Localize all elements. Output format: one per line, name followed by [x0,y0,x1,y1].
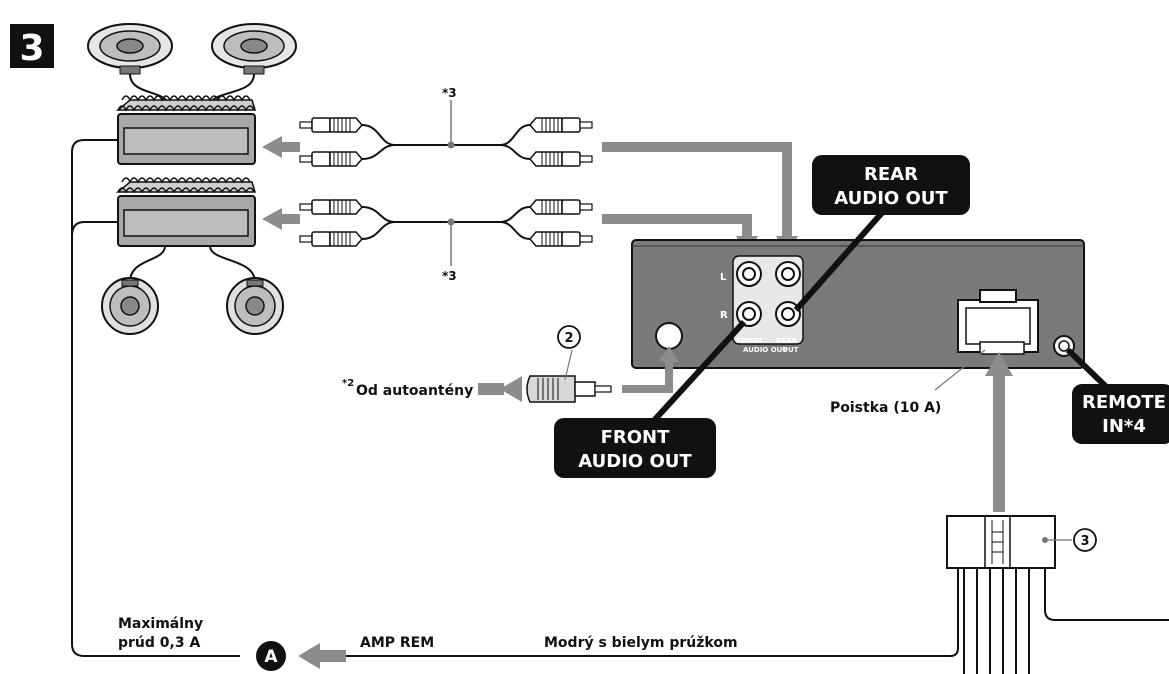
antenna-label: Od autoantény [356,383,473,399]
point-a-marker: A [256,641,286,671]
remote-in-callout: REMOTE IN*4 [1065,347,1169,444]
rca-cable-bottom [299,199,593,266]
harness-socket [957,289,1039,355]
antenna-plug-icon [478,349,612,403]
amplifier-top-icon [115,95,257,165]
svg-text:IN*4: IN*4 [1102,416,1146,437]
rear-audio-out-callout: REAR AUDIO OUT [793,155,970,312]
front-audio-out-small-label: FRONT [736,337,763,345]
svg-text:REAR: REAR [864,164,918,185]
arrow-into-amp-bottom [262,208,300,230]
step-badge: 3 [10,24,54,69]
step-number: 3 [19,28,44,69]
svg-text:2: 2 [564,331,573,346]
fuse-label: Poistka (10 A) [830,400,941,416]
svg-text:REMOTE: REMOTE [1082,392,1166,413]
part-2-marker: 2 [557,325,581,349]
rear-out-small-label: REAR [776,337,798,345]
amplifier-bottom-icon [115,177,257,247]
front-audio-out-callout: FRONT AUDIO OUT [554,319,747,478]
rca-cable-top [299,100,593,167]
arrow-to-harness-socket [985,352,1013,512]
note-3-top: *3 [442,86,457,100]
antenna-note-marker: *2 [342,378,354,389]
part-3-marker: 3 [1073,528,1097,552]
arrow-to-antenna-socket [622,346,679,393]
svg-text:A: A [264,647,278,667]
svg-text:OUT: OUT [782,346,799,354]
antenna-socket [655,322,683,350]
head-unit: L R FRONT REAR AUDIO OUT OUT [631,239,1085,369]
svg-text:FRONT: FRONT [601,427,671,448]
jack-front-l [736,261,762,287]
jack-front-r [736,301,762,327]
jack-rear-l [775,261,801,287]
speaker-top-left-icon [87,23,173,75]
harness-connector-icon [946,515,1169,674]
note-3-bottom: *3 [442,269,457,283]
svg-text:3: 3 [1080,534,1089,549]
amp-remote-loop-wire [71,139,240,657]
port-r-label: R [720,310,728,321]
amp-rem-wire [330,568,959,657]
port-l-label: L [720,272,727,283]
max-current-line2: prúd 0,3 A [118,635,200,651]
amp-rem-label: AMP REM [360,635,434,651]
svg-text:AUDIO OUT: AUDIO OUT [578,451,692,472]
max-current-line1: Maximálny [118,616,203,632]
arrow-into-amp-top [262,136,300,158]
speaker-bottom-left-icon [101,277,159,335]
wire-color-label: Modrý s bielym prúžkom [544,635,738,651]
speaker-bottom-right-icon [226,277,284,335]
svg-text:AUDIO OUT: AUDIO OUT [834,188,948,209]
speaker-top-right-icon [211,23,297,75]
arrow-to-point-a [298,643,346,669]
svg-text:AUDIO OUT: AUDIO OUT [743,346,787,354]
